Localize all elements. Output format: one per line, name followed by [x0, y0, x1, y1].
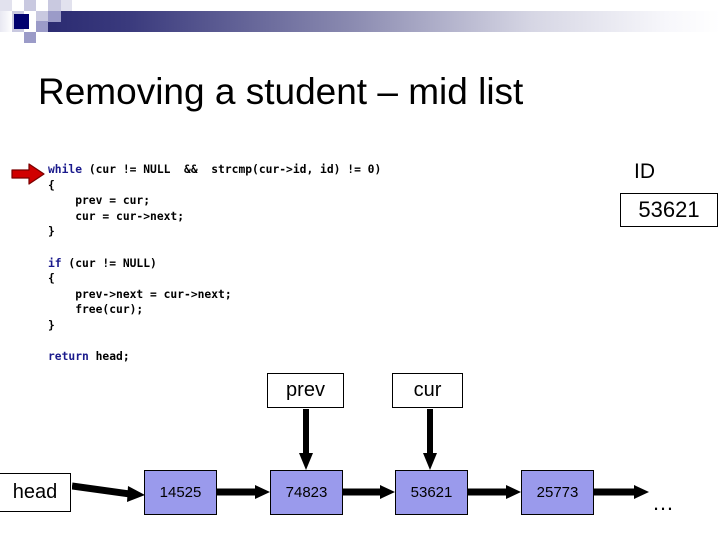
list-arrow-head-to-node0 [71, 478, 146, 515]
code-line: { [48, 178, 381, 194]
list-node: 14525 [144, 470, 217, 515]
banner-square-4 [24, 0, 36, 11]
code-text: (cur != NULL && strcmp(cur->id, id) != 0… [82, 163, 382, 176]
code-block: while (cur != NULL && strcmp(cur->id, id… [48, 162, 381, 365]
pointer-box-prev: prev [267, 373, 344, 408]
code-line: } [48, 318, 381, 334]
banner-square-10 [48, 11, 61, 22]
code-line: return head; [48, 349, 381, 365]
code-line: free(cur); [48, 302, 381, 318]
pointer-arrow-cur [422, 409, 440, 476]
code-keyword: while [48, 163, 83, 176]
list-arrow-node0-to-node1 [217, 483, 271, 506]
code-text: free(cur); [48, 303, 144, 317]
banner-square-navy [14, 14, 29, 29]
code-line: if (cur != NULL) [48, 256, 381, 272]
code-text: prev->next = cur->next; [48, 287, 232, 301]
page-title: Removing a student – mid list [38, 71, 524, 112]
list-continuation: … [652, 490, 676, 515]
banner-square-11 [61, 0, 72, 11]
banner-square-9 [48, 0, 61, 11]
list-node: 74823 [270, 470, 343, 515]
list-arrow-node2-to-node3 [468, 483, 522, 506]
pointer-arrow-prev [298, 409, 316, 476]
red-right-arrow-icon [11, 163, 45, 185]
id-value-box: 53621 [620, 193, 718, 227]
banner-square-2 [0, 11, 12, 32]
code-text: prev = cur; [48, 194, 151, 208]
pointer-box-cur: cur [392, 373, 463, 408]
code-line: prev->next = cur->next; [48, 287, 381, 303]
code-text: { [48, 178, 55, 192]
code-keyword: if [48, 256, 62, 270]
code-line: { [48, 271, 381, 287]
head-box: head [0, 473, 71, 512]
banner-square-6 [24, 32, 36, 43]
code-line: } [48, 224, 381, 240]
banner-square-8 [36, 21, 48, 32]
list-arrow-node3-to-end [594, 483, 650, 506]
banner-square-1 [0, 0, 12, 11]
list-node: 25773 [521, 470, 594, 515]
list-node: 53621 [395, 470, 468, 515]
code-keyword: return [48, 350, 89, 364]
slide-banner [0, 0, 720, 48]
code-line [48, 240, 381, 256]
list-arrow-node1-to-node2 [343, 483, 396, 506]
code-line: prev = cur; [48, 193, 381, 209]
id-label: ID [634, 160, 655, 183]
code-line: cur = cur->next; [48, 209, 381, 225]
code-text: head; [88, 350, 130, 364]
code-text: } [48, 225, 55, 239]
code-line: while (cur != NULL && strcmp(cur->id, id… [48, 162, 381, 178]
code-text: cur = cur->next; [48, 209, 185, 223]
banner-gradient-bar [48, 11, 720, 32]
code-text: { [48, 272, 55, 286]
code-text: } [48, 318, 55, 332]
code-text: (cur != NULL) [61, 256, 157, 270]
code-line [48, 334, 381, 350]
